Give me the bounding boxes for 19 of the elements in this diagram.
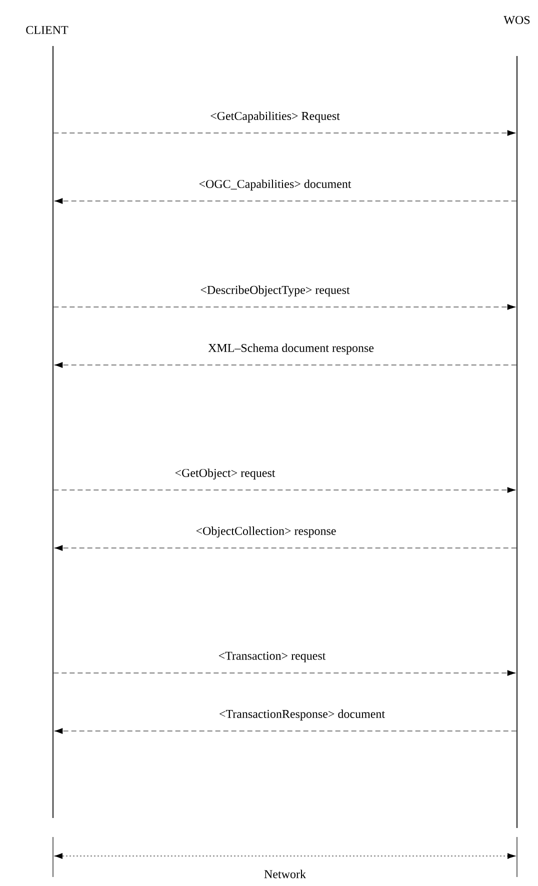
message-arrow xyxy=(53,304,516,310)
message-arrow xyxy=(54,198,517,204)
message-label: <DescribeObjectType> request xyxy=(200,286,350,296)
message-arrow xyxy=(53,487,516,493)
message-arrow xyxy=(53,130,516,136)
network-label: Network xyxy=(264,870,306,878)
message-arrow xyxy=(53,670,516,676)
message-arrow xyxy=(54,728,517,734)
message-label: <TransactionResponse> document xyxy=(220,710,385,720)
message-arrow xyxy=(54,545,517,551)
participant-label: CLIENT xyxy=(26,26,68,34)
message-label: <Transaction> request xyxy=(218,652,326,662)
participant-label: WOS xyxy=(504,16,530,24)
message-label: <ObjectCollection> response xyxy=(196,526,336,538)
message-label: <OGC_Capabilities> document xyxy=(199,180,352,190)
message-label: <GetCapabilities> Request xyxy=(210,112,340,122)
message-label: <GetObject> request xyxy=(175,468,276,480)
message-arrow xyxy=(54,362,517,368)
message-label: XML–Schema document response xyxy=(208,344,374,354)
